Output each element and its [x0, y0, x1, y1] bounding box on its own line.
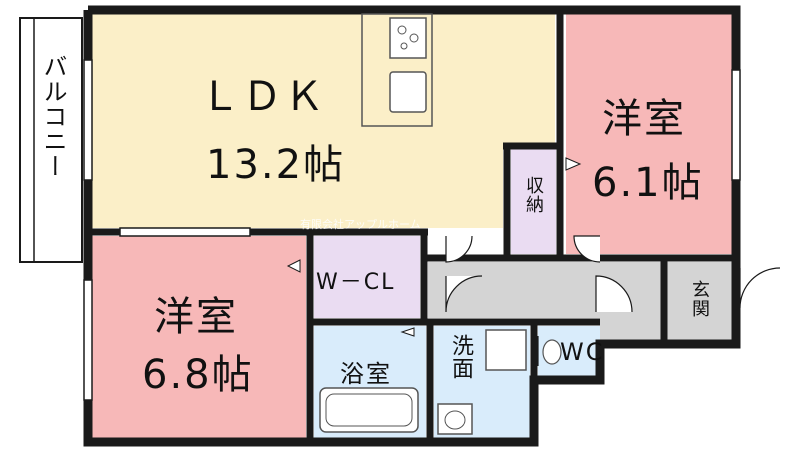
bathtub: [319, 387, 419, 433]
toilet-bowl: [542, 339, 562, 365]
western-room-2-fill: [92, 236, 306, 438]
western-room-2-size: 6.8帖: [142, 352, 254, 398]
door-markers: [286, 157, 582, 337]
hallway-fill-lower: [600, 318, 668, 340]
washing-machine: [485, 329, 527, 371]
walk-in-closet-label: W－CL: [316, 270, 396, 295]
sink: [389, 71, 427, 113]
windows: [83, 59, 741, 401]
ldk-label: ＬＤＫ: [200, 74, 326, 120]
balcony-area: [19, 17, 83, 263]
bathtub-inner: [325, 393, 413, 427]
storage-fill: [511, 148, 556, 254]
interior-walls: [88, 10, 736, 442]
watermark-text: 有限会社アップルホーム: [300, 218, 421, 231]
toilet-label: WC: [560, 338, 605, 366]
burner-icon: [400, 42, 408, 50]
washbasin-bowl: [444, 410, 466, 430]
ldk-fill: [92, 14, 555, 228]
burner-icon: [409, 33, 419, 43]
western-room-1-size: 6.1帖: [592, 160, 704, 206]
walk-in-closet-fill: [314, 236, 420, 318]
western-room-2-label: 洋室: [154, 294, 238, 340]
entrance-label: 玄関: [689, 280, 710, 318]
bathroom-label: 浴室: [340, 360, 392, 388]
balcony-label: バルコニー: [39, 54, 67, 179]
storage-label: 収納: [523, 176, 544, 214]
ldk-size: 13.2帖: [206, 142, 346, 188]
entrance-fill: [668, 262, 732, 340]
burner-icon: [397, 25, 407, 35]
door-swings: [445, 235, 781, 366]
stove: [389, 17, 427, 59]
washroom-label: 洗面: [448, 334, 473, 380]
western-room-1-label: 洋室: [602, 96, 686, 142]
western-room-1-fill: [566, 14, 732, 254]
